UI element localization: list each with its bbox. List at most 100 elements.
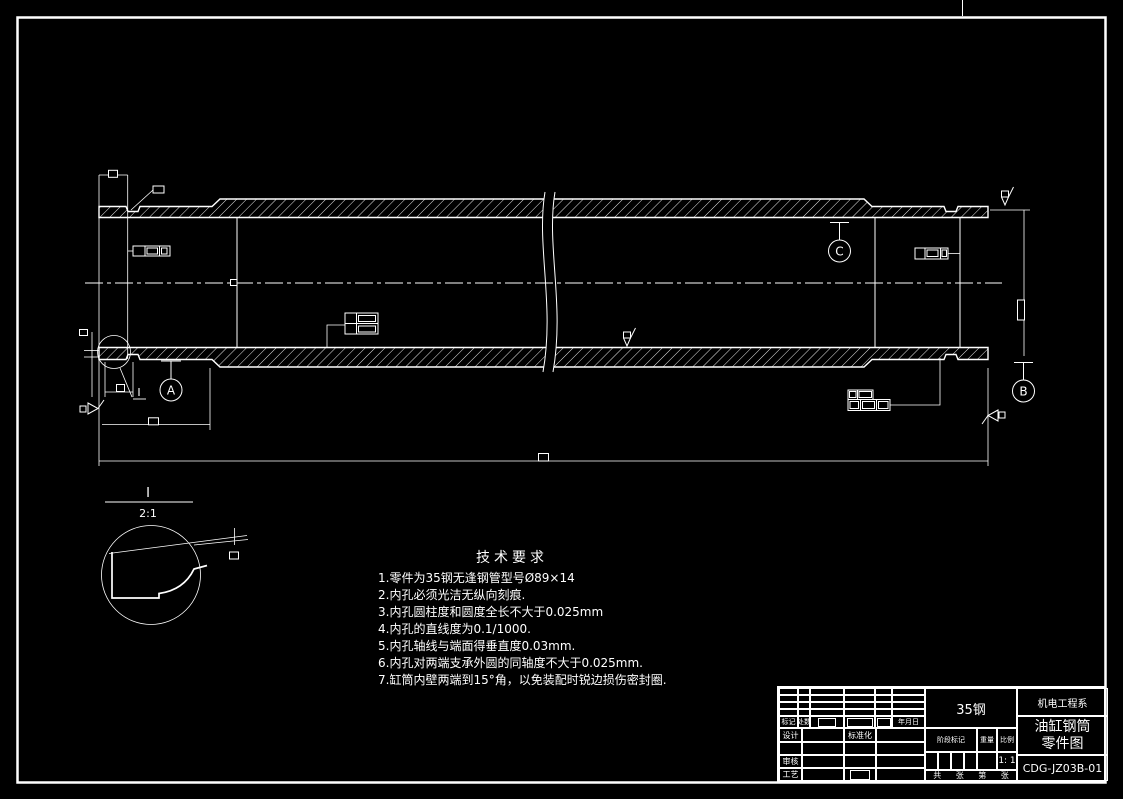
- revision-cell: [798, 702, 810, 709]
- groove-profile: [111, 552, 208, 599]
- tech-requirement-item: 1.零件为35钢无逢钢管型号Ø89×14: [378, 571, 575, 585]
- revision-table: [779, 688, 925, 716]
- revision-cell: [892, 695, 925, 702]
- part-name-line1: 油缸钢筒: [1034, 718, 1091, 735]
- label-mark: 标记: [779, 716, 798, 728]
- tech-requirement-item: 2.内孔必须光洁无纵向刻痕.: [378, 588, 526, 602]
- label-scale: 比例: [997, 728, 1017, 752]
- revision-cell: [875, 688, 892, 695]
- title-block: 标记 处数 年月日 设计 标准化 审核 工艺 35钢 阶段标记 重量 比例: [777, 686, 1108, 783]
- revision-cell: [875, 709, 892, 716]
- revision-cell: [779, 709, 798, 716]
- signature-cell: [802, 768, 844, 781]
- surface-finish-icon: [623, 327, 636, 347]
- signature-cell: [876, 742, 925, 755]
- revision-cell: [798, 688, 810, 695]
- break-line-right: [551, 191, 558, 373]
- detail-callout-circle: [97, 335, 131, 369]
- stage-cell: [925, 752, 938, 770]
- revision-cell: [892, 709, 925, 716]
- stage-cell: [964, 752, 977, 770]
- revision-cell: [844, 709, 875, 716]
- part-name-line2: 零件图: [1041, 735, 1084, 752]
- revision-cell: [875, 695, 892, 702]
- detail-view-label: I: [146, 486, 150, 501]
- dimensions: [79, 169, 1030, 466]
- detail-callout-leader: [119, 367, 133, 398]
- sheet-border: [16, 16, 1107, 784]
- revision-cell: [844, 688, 875, 695]
- break-line-left: [541, 191, 548, 373]
- label-total: 共: [933, 771, 942, 780]
- department-cell: 机电工程系: [1017, 688, 1108, 716]
- drawing-number-cell: CDG-JZ03B-01: [1017, 755, 1108, 781]
- signature-cell: [876, 755, 925, 768]
- detail-view-circle: [101, 525, 201, 625]
- revision-cell: [779, 702, 798, 709]
- revision-cell: [810, 716, 844, 728]
- surface-finish-icon: [981, 409, 1006, 425]
- stage-value-row: 1: 1: [925, 752, 1017, 770]
- fcf-left: [127, 245, 171, 257]
- revision-cell: [810, 709, 844, 716]
- datum-b-circle: [1012, 379, 1035, 403]
- revision-cell: [892, 688, 925, 695]
- label-stage-mark: 阶段标记: [925, 728, 977, 752]
- part-name-cell: 油缸钢筒 零件图: [1017, 716, 1108, 755]
- datum-c-label: C: [835, 245, 843, 259]
- tech-requirements-title: 技术要求: [476, 550, 548, 566]
- label-design: 设计: [779, 728, 802, 742]
- datum-c-circle: [828, 239, 851, 263]
- main-section-view: [79, 169, 1035, 466]
- detail-ref-label: I: [137, 386, 140, 399]
- detail-view-scale: 2:1: [139, 507, 157, 520]
- revision-cell: [810, 695, 844, 702]
- revision-cell: [875, 702, 892, 709]
- revision-cell: [844, 695, 875, 702]
- signature-cell: [876, 768, 925, 781]
- revision-cell: [779, 688, 798, 695]
- label-weight: 重量: [977, 728, 997, 752]
- signature-cell: [779, 742, 802, 755]
- revision-cell: [844, 702, 875, 709]
- signature-cell: [802, 728, 844, 742]
- material-cell: 35钢: [925, 688, 1017, 728]
- sheet-count-row: 共 张 第 张: [925, 770, 1017, 781]
- datum-b: [1012, 362, 1035, 403]
- surface-finish-icon: [1001, 186, 1014, 206]
- label-process: 工艺: [779, 768, 802, 781]
- centerline-dim-box: [230, 279, 238, 286]
- fcf-right-top: [914, 247, 960, 260]
- revision-cell: [798, 695, 810, 702]
- datum-c: [828, 222, 851, 263]
- datum-a-label: A: [167, 384, 176, 398]
- label-sheet: 张: [955, 771, 964, 780]
- revision-cell: [810, 702, 844, 709]
- fcf-right-bottom: [847, 358, 941, 411]
- signature-cell: [844, 742, 876, 755]
- tech-requirement-item: 7.缸筒内壁两端到15°角，以免装配时锐边损伤密封圈.: [378, 673, 667, 687]
- signature-cell: [844, 755, 876, 768]
- datum-b-label: B: [1019, 385, 1027, 399]
- label-check: 审核: [779, 755, 802, 768]
- revision-cell: [844, 716, 875, 728]
- signature-table: 设计 标准化 审核 工艺: [779, 728, 925, 781]
- fcf-mid: [326, 312, 379, 348]
- label-date: 年月日: [892, 716, 925, 728]
- datum-a-circle: [159, 378, 183, 402]
- scale-value-cell: 1: 1: [997, 752, 1017, 770]
- signature-cell: [802, 755, 844, 768]
- stage-header-row: 阶段标记 重量 比例: [925, 728, 1017, 752]
- revision-cell: [875, 716, 892, 728]
- stage-cell: [951, 752, 964, 770]
- tech-requirement-item: 4.内孔的直线度为0.1/1000.: [378, 622, 531, 636]
- revision-cell: [798, 709, 810, 716]
- tech-requirement-item: 5.内孔轴线与端面得垂直度0.03mm.: [378, 639, 576, 653]
- label-sheet: 张: [1000, 771, 1009, 780]
- label-page: 第: [978, 771, 987, 780]
- signature-cell: [876, 728, 925, 742]
- detail-view: [101, 501, 249, 625]
- datum-a: [159, 360, 183, 402]
